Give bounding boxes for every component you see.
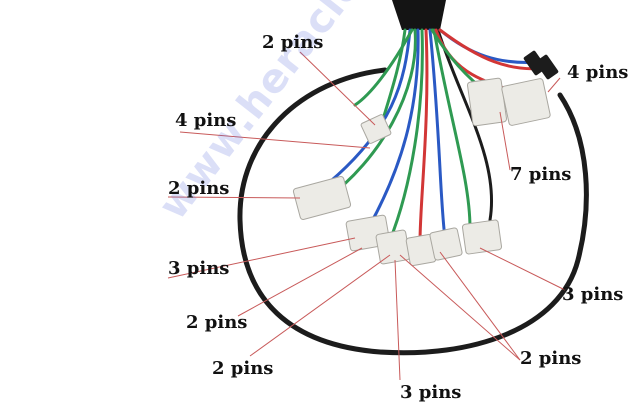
connectors xyxy=(292,77,551,267)
label-2-pins-lower-right: 2 pins xyxy=(520,348,582,369)
label-4-pins-left: 4 pins xyxy=(175,110,237,131)
connector-2pin-top xyxy=(360,114,392,144)
connector-3pin-c xyxy=(461,219,503,255)
label-3-pins-bottom: 3 pins xyxy=(400,382,462,403)
cable-sleeve xyxy=(392,0,446,30)
connector-2pin-left xyxy=(292,175,352,221)
leader-lines xyxy=(167,51,566,381)
label-2-pins-bottom-left: 2 pins xyxy=(212,358,274,379)
wire-bundle xyxy=(318,28,547,244)
label-3-pins-left: 3 pins xyxy=(168,258,230,279)
label-2-pins-left: 2 pins xyxy=(168,178,230,199)
label-3-pins-right: 3 pins xyxy=(562,284,624,305)
label-4-pins-right: 4 pins xyxy=(567,62,629,83)
connector-7pin-b xyxy=(501,78,551,126)
label-7-pins: 7 pins xyxy=(510,164,572,185)
label-2-pins-top: 2 pins xyxy=(262,32,324,53)
black-cable xyxy=(237,67,589,356)
connector-2pin-b xyxy=(429,227,463,261)
four-pin-plugs xyxy=(523,50,559,80)
label-2-pins-lower-left: 2 pins xyxy=(186,312,248,333)
